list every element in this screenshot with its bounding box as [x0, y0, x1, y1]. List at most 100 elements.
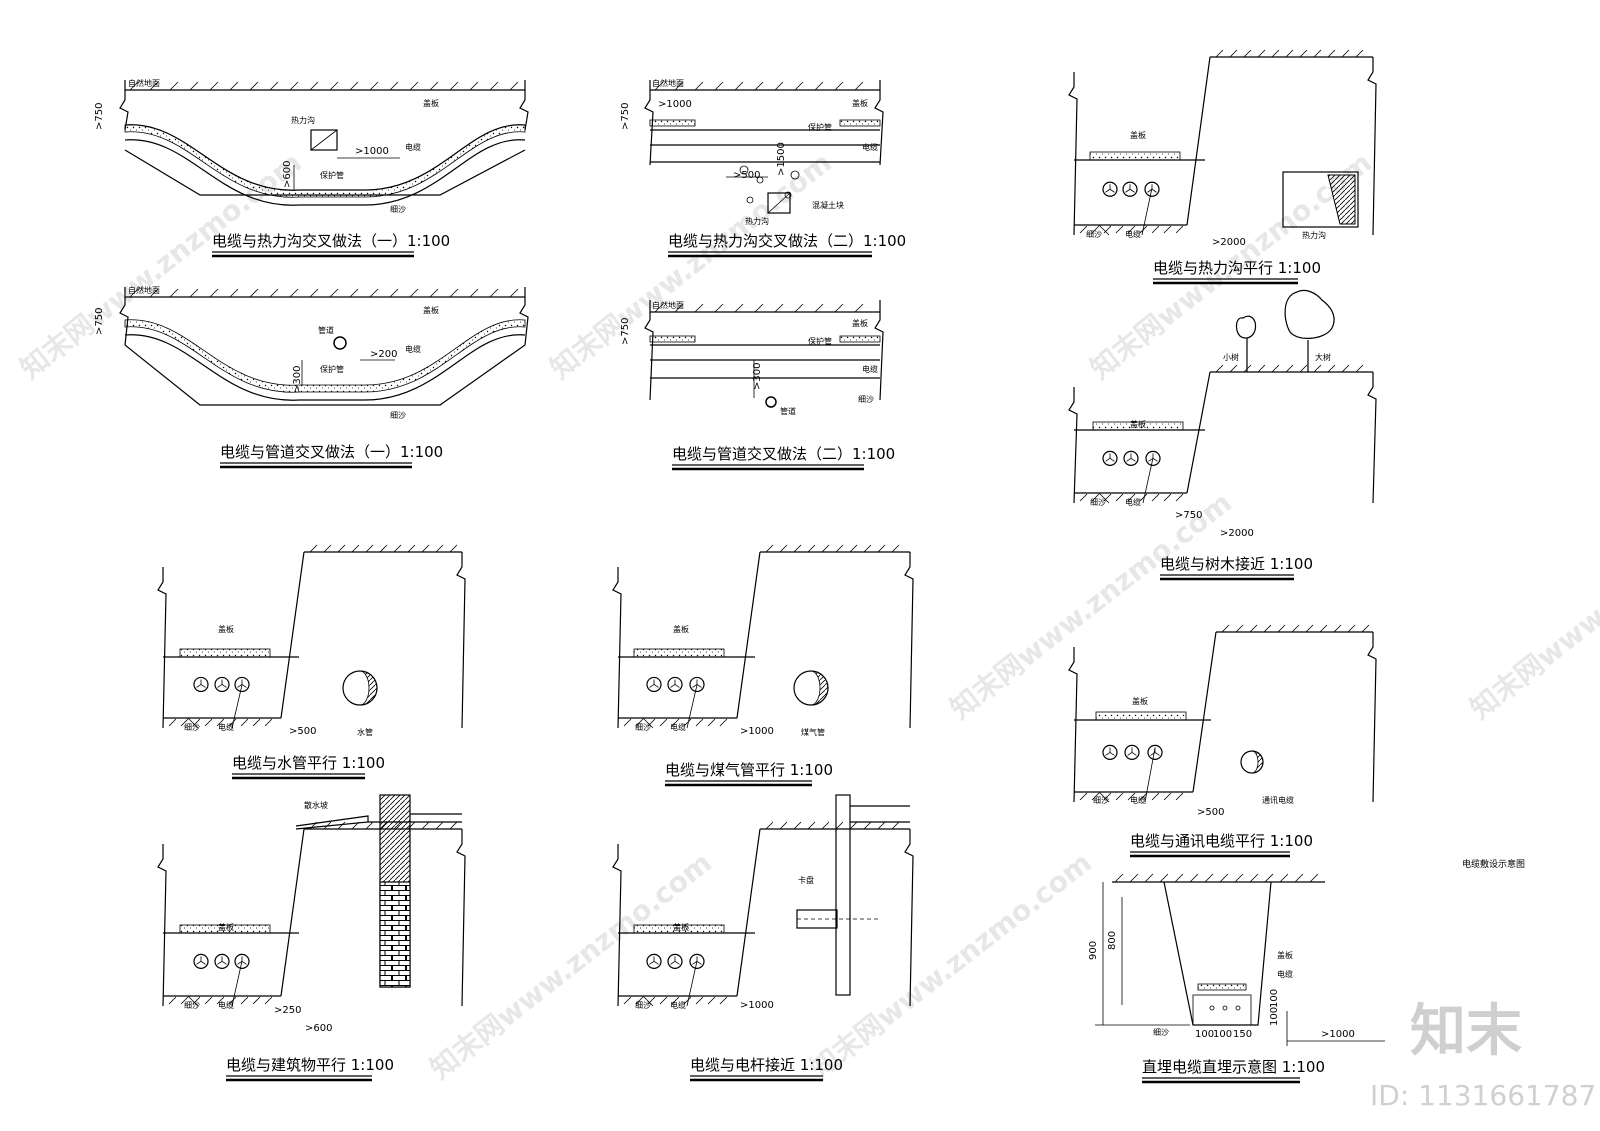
label-cover: 盖板 — [423, 98, 439, 108]
label-cable: 电缆 — [670, 1000, 686, 1010]
dim-dist: >1000 — [355, 146, 389, 157]
dim-dist: >1000 — [658, 99, 692, 110]
label-chuck: 卡盘 — [798, 875, 814, 885]
dim-right2: 100 — [1269, 989, 1280, 1008]
leader — [642, 717, 654, 729]
watermark: 知末网www.znzmo.com — [544, 146, 838, 386]
break-line — [1367, 632, 1377, 803]
brand-logo: 知末 — [1410, 999, 1522, 1064]
dim-dist: >2000 — [1212, 237, 1246, 248]
leader — [686, 684, 698, 729]
label-trench: 热力沟 — [291, 115, 315, 125]
bottom-hatch — [168, 996, 273, 1005]
cable-icon — [193, 953, 209, 969]
panel-title: 电缆与通讯电缆平行 1:100 — [1130, 832, 1313, 850]
label-cable: 电缆 — [1130, 795, 1146, 805]
cable-core — [692, 679, 702, 688]
label-object: 煤气管 — [801, 727, 825, 737]
label-concrete: 混凝土块 — [812, 200, 844, 210]
panel-title: 电缆与管道交叉做法（二）1:100 — [672, 445, 895, 463]
cable-icon — [1102, 450, 1118, 466]
leader — [187, 995, 199, 1007]
panel-pole: 卡盘 盖板 细沙 电缆 >1000 电缆与电杆接近 1:100 — [635, 794, 910, 1082]
label-cable: 电缆 — [670, 722, 686, 732]
label-cover: 盖板 — [1277, 950, 1293, 960]
label-cable: 电缆 — [1125, 229, 1141, 239]
label-ground: 自然地面 — [128, 285, 160, 295]
bottom-hatch — [1079, 792, 1184, 801]
trench-wall — [1186, 56, 1211, 226]
label-cover: 盖板 — [1130, 130, 1146, 140]
cable-icon — [1122, 181, 1138, 197]
watermark: 知末网www.znzmo.com — [804, 846, 1098, 1086]
watermark-layer: 知末网www.znzmo.com 知末网www.znzmo.com 知末网www… — [14, 146, 1600, 1086]
leader — [1098, 791, 1110, 803]
label-sand: 细沙 — [1086, 229, 1102, 239]
break-line — [1367, 372, 1377, 504]
panel-water: 盖板 细沙 电缆 >500 水管 电缆与水管平行 1:100 — [184, 624, 385, 780]
cover-slab — [1092, 421, 1184, 431]
cable-icon — [193, 676, 209, 693]
ground-hatch — [129, 81, 519, 91]
label-cover: 盖板 — [423, 305, 439, 315]
label-trench: 热力沟 — [1302, 230, 1326, 240]
break-line — [904, 829, 914, 1007]
label-cable: 电缆 — [1125, 497, 1141, 507]
dim-dist: >200 — [370, 349, 397, 360]
break-line — [1367, 57, 1377, 236]
label-object: 水管 — [357, 727, 373, 737]
cable-core — [1105, 747, 1115, 756]
cable-icon — [1124, 744, 1140, 761]
label-cable: 电缆 — [218, 1000, 234, 1010]
panel-telecom: 盖板 细沙 电缆 >500 通讯电缆 电缆与通讯电缆平行 1:100 — [1093, 696, 1313, 858]
panel-building: 散水坡 盖板 细沙 电缆 >250 >600 电缆与建筑物平行 1:100 — [184, 794, 462, 1082]
cable-core — [217, 956, 227, 965]
leader — [231, 684, 243, 729]
ground-hatch — [765, 821, 900, 830]
panel-title: 电缆与热力沟交叉做法（二）1:100 — [668, 232, 906, 250]
cable-core — [237, 956, 247, 965]
break-line — [1068, 387, 1078, 504]
cable-core — [649, 956, 659, 965]
label-cable: 电缆 — [1277, 969, 1293, 979]
dim-900: 900 — [1088, 941, 1099, 960]
label-sand: 细沙 — [390, 410, 406, 420]
label-cable: 电缆 — [862, 364, 878, 374]
cover-slab — [633, 648, 725, 658]
leader — [1098, 224, 1110, 236]
label-cover: 盖板 — [673, 624, 689, 634]
section-panels — [157, 49, 1377, 1007]
dim-depth: >750 — [94, 103, 105, 130]
dim-dist: >500 — [1197, 807, 1224, 818]
label-cover: 盖板 — [852, 318, 868, 328]
dim-depth: >750 — [620, 318, 631, 345]
id-label: ID: 1131661787 — [1370, 1079, 1596, 1112]
break-line — [157, 567, 167, 729]
cover-slab — [633, 924, 725, 934]
dim-dist2: >600 — [305, 1023, 332, 1034]
trench-wall — [280, 828, 305, 997]
ground-hatch — [1215, 49, 1364, 58]
panel-title: 电缆与水管平行 1:100 — [232, 754, 385, 772]
trench-wall — [736, 551, 761, 719]
cover-slab — [1089, 151, 1181, 161]
panel-title: 电缆与树木接近 1:100 — [1160, 555, 1313, 573]
label-pipe: 保护管 — [808, 336, 832, 346]
label-sand: 细沙 — [635, 722, 651, 732]
cover-slab — [179, 924, 271, 934]
dim-v: >300 — [752, 363, 763, 390]
trench-wall — [280, 551, 305, 719]
break-line — [456, 552, 466, 729]
break-line — [612, 844, 622, 1007]
dim-right1: 100 — [1269, 1007, 1280, 1026]
label-pipe: 保护管 — [808, 122, 832, 132]
watermark: 知末网www.znzmo.com — [14, 146, 308, 386]
cable-icon — [234, 953, 250, 969]
cable-core — [1148, 453, 1158, 462]
label-pipeline: 管道 — [780, 406, 796, 416]
dim-100a: 100 — [1195, 1029, 1214, 1040]
leader — [1142, 457, 1154, 504]
label-pipe: 保护管 — [320, 364, 344, 374]
